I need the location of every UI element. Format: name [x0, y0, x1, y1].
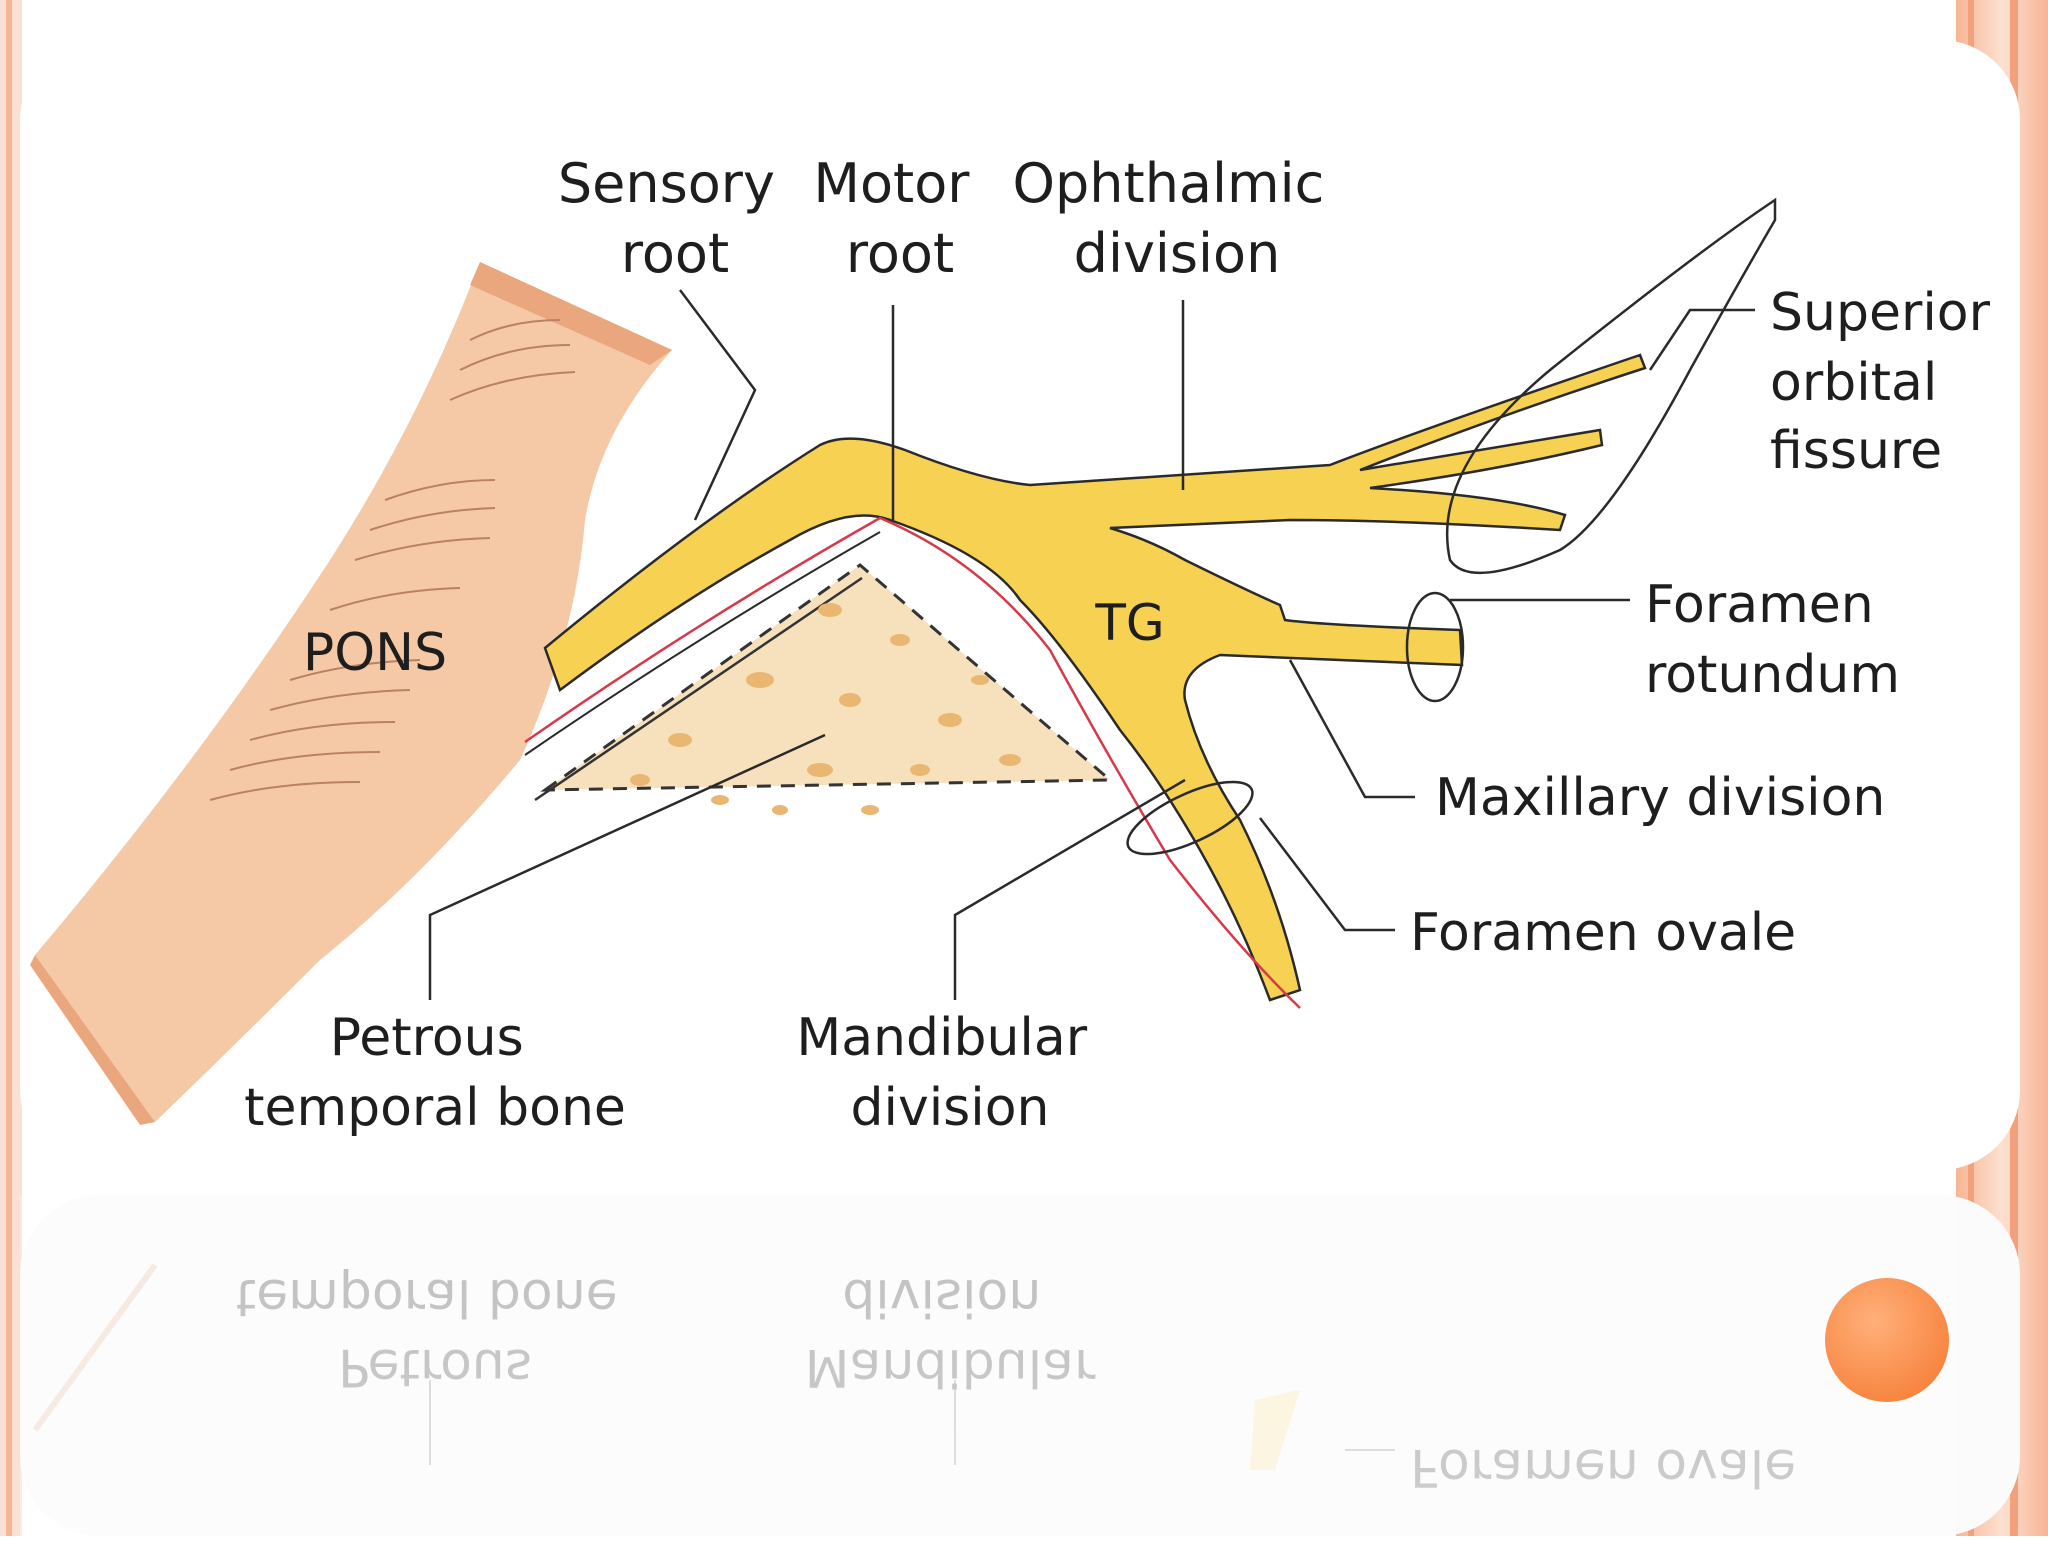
mandibular-division-leader: [953, 778, 1186, 1000]
motor-root-line: [524, 516, 1301, 1009]
maxillary-division-leader: [1288, 659, 1415, 799]
foramen-rotundum-shape: [1405, 591, 1465, 703]
superior-orbital-fissure-shape: [1445, 197, 1777, 575]
petrous-temporal-bone-label-line2: temporal bone: [244, 1078, 626, 1138]
tg-label: TG: [1094, 594, 1164, 652]
foramen-ovale-label: Foramen ovale: [1410, 903, 1796, 963]
sensory-root-label: Sensory root: [558, 152, 792, 285]
trigeminal-nerve: [543, 353, 1647, 1002]
foramen-rotundum-label-line1: Foramen: [1645, 575, 1874, 635]
maxillary-division-label: Maxillary division: [1435, 768, 1885, 828]
ophthalmic-division-label-line2: division: [1074, 222, 1281, 285]
foramen-rotundum-label: Foramen rotundum: [1645, 575, 1900, 705]
leader-lines: [428, 289, 1755, 1000]
ophthalmic-division-label-line1: Ophthalmic: [1013, 152, 1325, 215]
petrous-temporal-bone-leader: [428, 733, 826, 1000]
ophthalmic-division-label: Ophthalmic division: [1013, 152, 1342, 285]
mandibular-division-label-line2: division: [851, 1078, 1050, 1138]
superior-orbital-fissure-label-line2: orbital: [1770, 353, 1937, 413]
superior-orbital-fissure-label: Superior orbital fissure: [1770, 283, 2007, 481]
mandibular-division-label-line1: Mandibular: [796, 1008, 1087, 1068]
pons: [30, 262, 672, 1125]
superior-orbital-fissure-leader: [1648, 308, 1755, 371]
foramen-ovale-shape: [1126, 780, 1254, 856]
petrous-temporal-bone-label: Petrous temporal bone: [244, 1008, 626, 1138]
reflection-fade: [20, 1195, 1955, 1536]
foramen-rotundum-label-line2: rotundum: [1645, 645, 1900, 705]
mandibular-division-label: Mandibular division: [796, 1008, 1103, 1138]
foramen-ovale-leader: [1259, 817, 1395, 932]
petrous-temporal-bone: [534, 563, 1114, 815]
sensory-root-label-line2: root: [621, 222, 729, 285]
sensory-root-label-line1: Sensory: [558, 152, 775, 215]
left-border-line: [6, 0, 12, 1536]
motor-root-label-line2: root: [846, 222, 954, 285]
motor-root-label: Motor root: [813, 152, 986, 285]
motor-root-outline: [524, 531, 881, 756]
petrous-temporal-bone-label-line1: Petrous: [330, 1008, 524, 1068]
pons-label: PONS: [303, 623, 447, 683]
sensory-root-leader: [679, 289, 757, 521]
motor-root-label-line1: Motor: [813, 152, 970, 215]
decorative-circle: [1825, 1278, 1949, 1402]
superior-orbital-fissure-label-line1: Superior: [1770, 283, 1991, 343]
superior-orbital-fissure-label-line3: fissure: [1770, 421, 1942, 481]
